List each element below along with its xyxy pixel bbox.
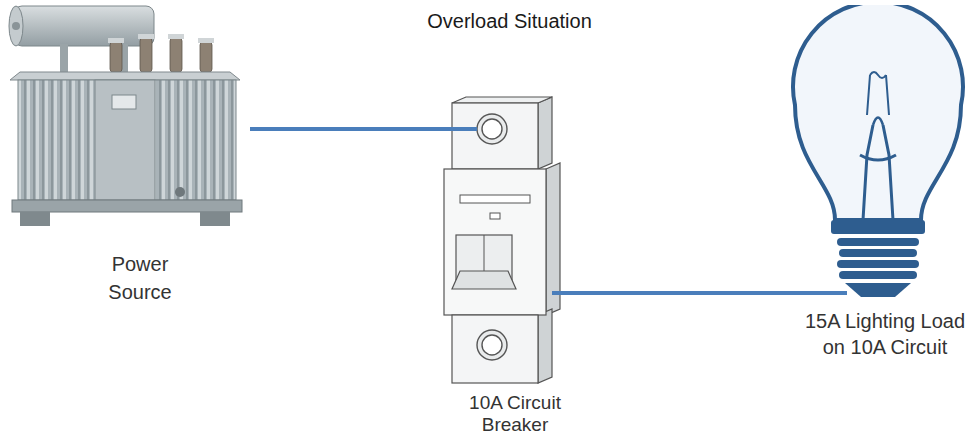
node-label: 15A Lighting Load on 10A Circuit <box>800 308 970 360</box>
circuit-breaker: 10A Circuit Breaker <box>430 95 600 436</box>
node-label: 10A Circuit Breaker <box>450 392 580 436</box>
node-label: Power Source <box>95 250 185 306</box>
transformer-illustration <box>0 0 250 235</box>
diagram-title: Overload Situation <box>20 10 979 33</box>
light-bulb-illustration <box>775 5 975 300</box>
wire-connector <box>600 291 775 295</box>
power-source: Power Source <box>0 0 250 306</box>
wire-connector <box>250 127 430 131</box>
circuit-breaker-illustration <box>430 95 600 390</box>
lighting-load: 15A Lighting Load on 10A Circuit <box>775 5 975 360</box>
